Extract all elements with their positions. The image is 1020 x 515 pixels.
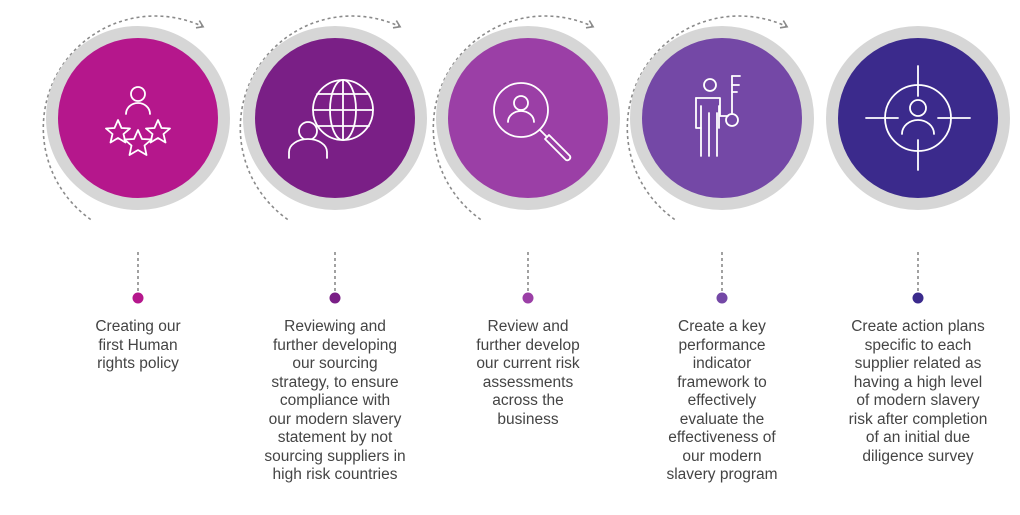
step-2-description: Reviewing and further developing our sou… [245,318,425,485]
step-4-line: effectively [687,392,757,409]
step-3-line: further develop [476,336,580,354]
person-holding-key-icon [695,75,741,157]
dot-5 [912,292,924,304]
step-5-line: of modern slavery [856,392,980,409]
step-2-line: statement by not [277,429,393,446]
person-in-crosshair-icon [865,65,971,171]
step-1-line: first Human [98,336,178,354]
step-1-line: rights policy [97,355,179,372]
step-2-line: Reviewing and [284,318,386,335]
step-5-circle [838,38,998,198]
step-5-line: diligence survey [862,447,974,465]
step-4-line: indicator [692,355,752,372]
step-5-line: risk after completion [848,410,988,428]
step-3-line: business [497,410,559,428]
step-2 [239,15,427,304]
step-5-line: having a high level [853,373,983,391]
step-1-description: Creating our first Human rights policy [58,318,218,374]
step-3-description: Review and further develop our current r… [448,318,608,429]
step-5 [826,26,1010,304]
step-5-line: supplier related as [854,355,982,372]
dot-1 [132,292,144,304]
dashed-arc-3 [432,15,595,221]
dashed-arc-4 [626,15,789,221]
step-3-line: assessments [482,373,574,391]
step-4-line: slavery program [666,466,778,483]
step-2-line: our modern slavery [268,410,402,428]
step-5-description: Create action plans specific to each sup… [828,318,1008,466]
step-2-line: sourcing suppliers in [264,447,406,465]
step-2-line: our sourcing [292,355,378,372]
step-1 [42,15,230,304]
step-1-line: Creating our [95,318,181,335]
dot-3 [522,292,534,304]
person-magnifier-icon [493,82,572,162]
step-4-line: framework to [677,373,767,391]
dot-2 [329,292,341,304]
step-3-line: across the [492,392,564,409]
dashed-arc-2 [239,15,402,221]
dashed-arc-1 [42,15,205,221]
step-4-line: our modern [682,447,762,465]
step-4-line: performance [678,336,766,354]
step-5-line: of an initial due [865,429,971,446]
step-5-line: Create action plans [851,318,985,335]
step-4-line: effectiveness of [668,429,776,446]
step-2-circle [255,38,415,198]
step-3-circle [448,38,608,198]
step-4-description: Create a key performance indicator frame… [642,318,802,485]
step-2-line: further developing [272,336,398,354]
person-with-globe-icon [288,79,374,159]
step-2-line: strategy, to ensure [271,373,399,391]
dot-4 [716,292,728,304]
step-4-line: Create a key [678,318,766,335]
step-1-circle [58,38,218,198]
step-2-line: high risk countries [272,466,398,483]
step-3-line: our current risk [476,355,580,372]
person-with-stars-icon [105,86,171,156]
step-5-line: specific to each [864,336,972,354]
step-3 [432,15,620,304]
step-4-circle [642,38,802,198]
step-2-line: compliance with [279,392,391,409]
step-3-line: Review and [487,318,569,335]
step-4-line: evaluate the [679,410,765,428]
step-4 [626,15,814,304]
